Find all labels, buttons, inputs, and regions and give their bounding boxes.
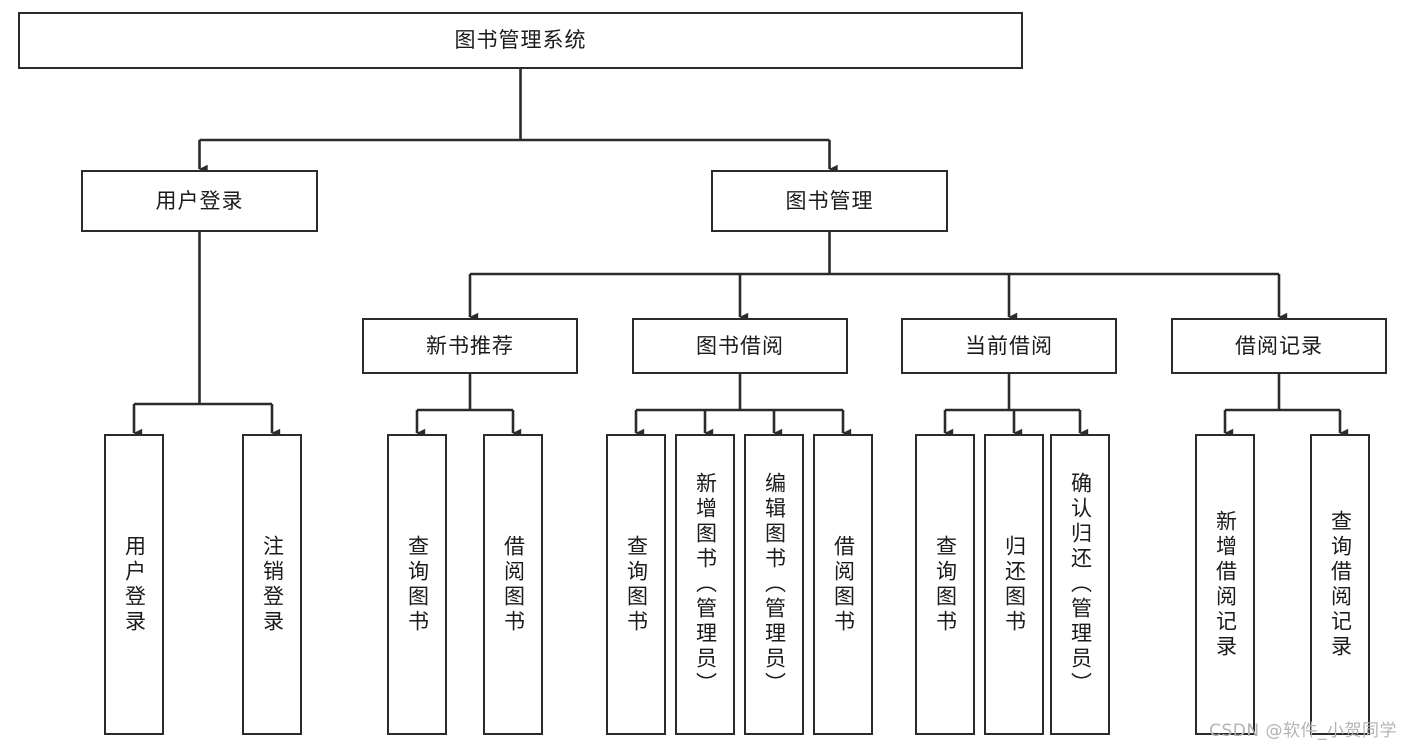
- node-label: 编辑图书（管理员）: [762, 472, 787, 697]
- node-leaf-borrow-book-1[interactable]: 借阅图书: [483, 434, 543, 735]
- node-leaf-edit-book[interactable]: 编辑图书（管理员）: [744, 434, 804, 735]
- node-book-borrow[interactable]: 图书借阅: [632, 318, 848, 374]
- node-leaf-user-login[interactable]: 用户登录: [104, 434, 164, 735]
- csdn-watermark: CSDN @软件_小贺同学: [1209, 721, 1397, 741]
- node-user-login[interactable]: 用户登录: [81, 170, 318, 232]
- node-leaf-user-logout[interactable]: 注销登录: [242, 434, 302, 735]
- node-label: 用户登录: [155, 188, 244, 213]
- node-label: 借阅图书: [501, 534, 526, 635]
- node-label: 查询借阅记录: [1328, 509, 1353, 660]
- node-root[interactable]: 图书管理系统: [18, 12, 1023, 69]
- node-label: 新增图书（管理员）: [693, 472, 718, 697]
- node-new-book-recommend[interactable]: 新书推荐: [362, 318, 578, 374]
- node-label: 注销登录: [260, 534, 285, 635]
- node-label: 图书管理: [785, 188, 874, 213]
- node-leaf-return-book[interactable]: 归还图书: [984, 434, 1044, 735]
- node-label: 借阅图书: [831, 534, 856, 635]
- node-label: 图书借阅: [696, 333, 784, 358]
- node-label: 新增借阅记录: [1213, 509, 1238, 660]
- node-label: 归还图书: [1002, 534, 1027, 635]
- node-label: 查询图书: [933, 534, 958, 635]
- node-label: 新书推荐: [426, 333, 514, 358]
- node-leaf-query-record[interactable]: 查询借阅记录: [1310, 434, 1370, 735]
- node-leaf-query-book-1[interactable]: 查询图书: [387, 434, 447, 735]
- node-current-borrow[interactable]: 当前借阅: [901, 318, 1117, 374]
- node-leaf-query-book-2[interactable]: 查询图书: [606, 434, 666, 735]
- node-label: 用户登录: [122, 534, 147, 635]
- node-borrow-record[interactable]: 借阅记录: [1171, 318, 1387, 374]
- node-label: 图书管理系统: [454, 28, 587, 53]
- node-label: 当前借阅: [965, 333, 1053, 358]
- node-label: 查询图书: [405, 534, 430, 635]
- node-label: 查询图书: [624, 534, 649, 635]
- node-leaf-add-book[interactable]: 新增图书（管理员）: [675, 434, 735, 735]
- node-leaf-query-book-3[interactable]: 查询图书: [915, 434, 975, 735]
- node-label: 借阅记录: [1235, 333, 1323, 358]
- node-label: 确认归还（管理员）: [1068, 472, 1093, 697]
- node-leaf-add-record[interactable]: 新增借阅记录: [1195, 434, 1255, 735]
- node-leaf-borrow-book-2[interactable]: 借阅图书: [813, 434, 873, 735]
- node-book-manage[interactable]: 图书管理: [711, 170, 948, 232]
- node-leaf-confirm-return[interactable]: 确认归还（管理员）: [1050, 434, 1110, 735]
